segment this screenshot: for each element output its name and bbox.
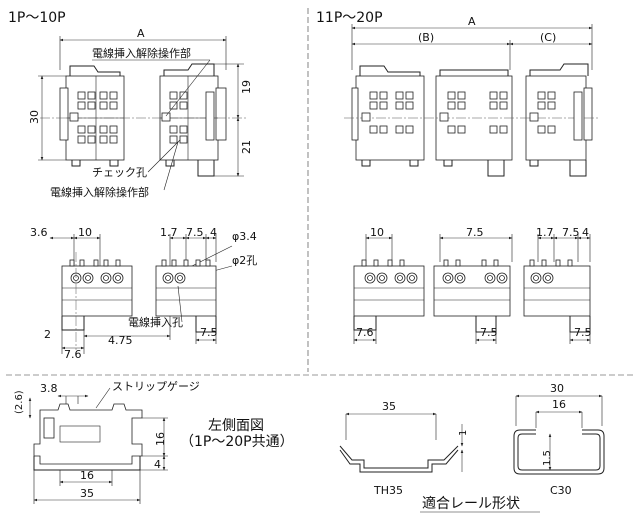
dim-21: 21 — [240, 140, 253, 154]
dim-7-6-left: 7.6 — [64, 348, 82, 361]
dim-10-left: 10 — [78, 226, 92, 239]
dim-phi-2-hole: φ2孔 — [232, 254, 257, 267]
label-strip-gauge: ストリップゲージ — [112, 380, 200, 393]
dim-16-width: 16 — [80, 469, 94, 482]
dim-4-right: 4 — [582, 226, 589, 239]
dim-7-5-top-right: 7.5 — [562, 226, 580, 239]
dim-4-side: 4 — [154, 458, 161, 471]
label-check-hole: チェック孔 — [92, 166, 147, 179]
dim-a-left: A — [137, 27, 145, 40]
dim-7-5-bottom-right: 7.5 — [574, 326, 592, 339]
dim-1-5-rail: 1.5 — [542, 450, 553, 466]
caption-common: （1P～20P共通） — [180, 434, 294, 450]
dim-2-6: (2.6) — [14, 390, 25, 414]
side-view: 3.8 (2.6) ストリップゲージ 16 4 16 35 左側面図 （1P～2… — [14, 380, 294, 504]
dim-7-5-mid-right: 7.5 — [466, 226, 484, 239]
label-c30: C30 — [550, 484, 572, 497]
caption-compatible-rails: 適合レール形状 — [422, 495, 520, 512]
dim-c: (C) — [540, 31, 556, 44]
dim-35-side: 35 — [80, 487, 94, 500]
dim-1-rail: 1 — [458, 430, 469, 436]
top-view-1p-10p: 3.6 10 1.7 7.5 4 φ3.4 φ2孔 — [30, 226, 257, 361]
front-view-1p-10p: A — [28, 27, 253, 199]
label-th35: TH35 — [373, 484, 403, 497]
front-view-11p-20p: A (B) (C) — [344, 15, 600, 177]
dim-7-5-bottom-left: 7.5 — [200, 326, 218, 339]
left-section-title: 1P～10P — [8, 10, 66, 26]
label-release-upper: 電線挿入解除操作部 — [92, 46, 191, 60]
rail-shapes: 35 1 TH35 30 16 1.5 C30 適合レール形状 — [339, 382, 605, 513]
dim-16-height: 16 — [154, 432, 167, 446]
dim-3-8: 3.8 — [40, 382, 58, 395]
dim-1-7-right: 1.7 — [536, 226, 554, 239]
label-release-lower: 電線挿入解除操作部 — [50, 185, 149, 199]
dim-10-right: 10 — [370, 226, 384, 239]
dim-2-left: 2 — [44, 328, 51, 341]
dim-4-75: 4.75 — [108, 334, 133, 347]
dim-30: 30 — [28, 110, 41, 124]
top-view-11p-20p: 10 7.5 1.7 7.5 4 — [353, 226, 592, 344]
dim-7-5-top-left: 7.5 — [186, 226, 204, 239]
dim-4-left: 4 — [210, 226, 217, 239]
dim-19: 19 — [240, 80, 253, 94]
dim-1-7-left: 1.7 — [160, 226, 178, 239]
dim-30-rail: 30 — [550, 382, 564, 395]
label-wire-insertion-hole: 電線挿入孔 — [128, 315, 183, 329]
dim-16-rail: 16 — [552, 398, 566, 411]
dim-phi-3-4: φ3.4 — [232, 230, 257, 243]
dim-35-rail: 35 — [382, 400, 396, 413]
dim-a-right: A — [468, 15, 476, 28]
dim-7-6-right: 7.6 — [356, 326, 374, 339]
dim-b: (B) — [418, 31, 434, 44]
dim-7-5-bottom-mid: 7.5 — [480, 326, 498, 339]
caption-left-side-view: 左側面図 — [208, 418, 264, 434]
right-section-title: 11P～20P — [316, 10, 383, 26]
dim-3-6-left: 3.6 — [30, 226, 48, 239]
